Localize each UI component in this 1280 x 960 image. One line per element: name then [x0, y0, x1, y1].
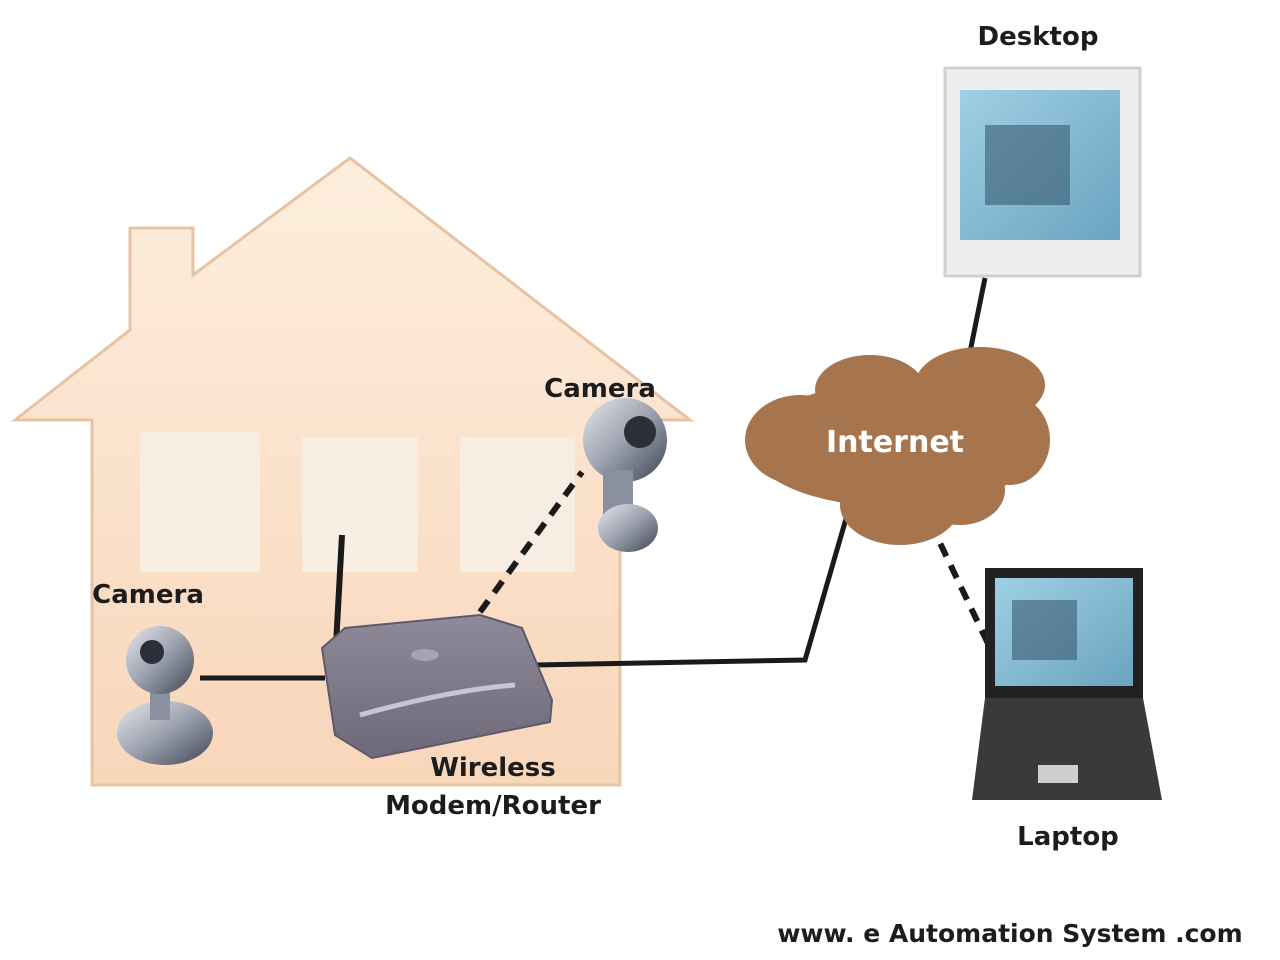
router-label-line2: Modem/Router [385, 791, 601, 821]
internet-cloud-icon [745, 347, 1050, 545]
window [140, 432, 260, 572]
router-label-line1: Wireless [430, 753, 556, 783]
laptop-icon [972, 568, 1162, 800]
wireless-router-icon [320, 534, 554, 760]
footer-url: www. e Automation System .com [777, 919, 1242, 948]
desktop-label: Desktop [978, 22, 1099, 52]
camera-right-label: Camera [544, 374, 656, 404]
network-links [200, 277, 995, 681]
link-internet-desktop [967, 277, 988, 353]
camera-icon [117, 626, 213, 765]
wireless-link-camera-right [477, 470, 585, 614]
link-router-internet [534, 504, 853, 668]
laptop-label: Laptop [1017, 822, 1119, 852]
wireless-link-laptop [927, 520, 995, 654]
window [302, 437, 418, 572]
camera-icon [583, 398, 667, 552]
desktop-monitor-icon [943, 66, 1142, 278]
camera-left-label: Camera [92, 580, 204, 610]
internet-label: Internet [826, 425, 964, 460]
